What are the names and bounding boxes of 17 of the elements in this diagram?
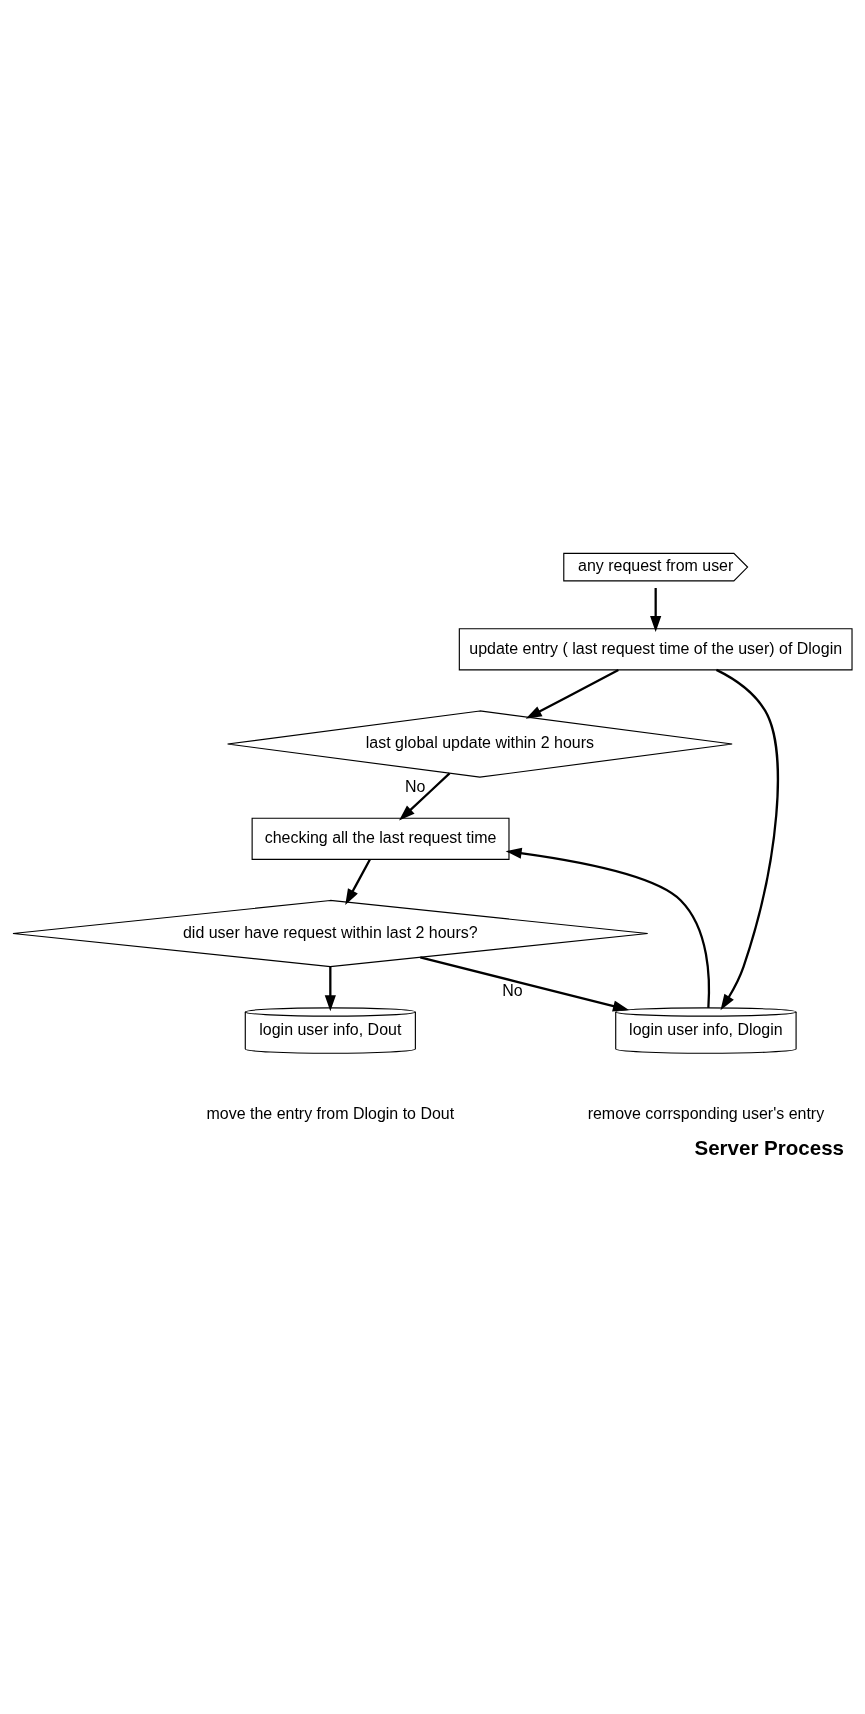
arrow <box>345 859 371 905</box>
arrow <box>505 847 711 1008</box>
node-box: update entry ( last request time of the user) of Dlogin <box>458 628 853 671</box>
arrow <box>715 668 779 1011</box>
node-diamond: last global update within 2 hours <box>227 710 733 778</box>
arrow <box>324 966 336 1012</box>
edge-label: No <box>502 982 523 1000</box>
node-label: move the entry from Dlogin to Dout <box>206 1105 455 1123</box>
caption: Server Process <box>694 1136 845 1160</box>
arrow <box>420 956 629 1012</box>
edge-label: No <box>404 777 426 795</box>
arrow <box>525 669 619 719</box>
node-diamond: did user have request within last 2 hours? <box>12 899 649 968</box>
node-box: checking all the last request time <box>251 817 510 860</box>
arrow <box>399 772 451 821</box>
node-label: remove corrsponding user's entry <box>587 1105 825 1123</box>
arrow <box>650 588 662 633</box>
